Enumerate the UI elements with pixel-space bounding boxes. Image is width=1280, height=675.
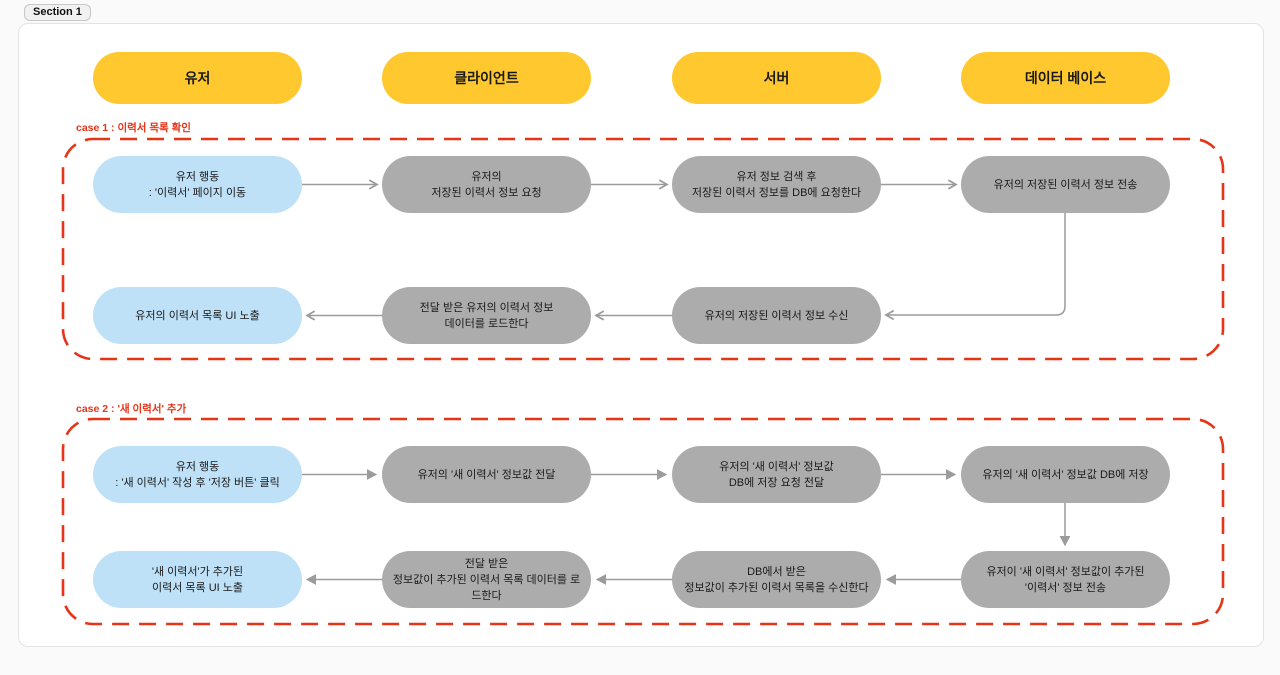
lane-header-user[interactable]: 유저 [93, 52, 302, 104]
node-text-line: 유저의 '새 이력서' 정보값 DB에 저장 [982, 468, 1149, 481]
node-text-line: 이력서 목록 UI 노출 [151, 581, 243, 594]
node-text-line: : '이력서' 페이지 이동 [148, 186, 247, 199]
node-text-line: 유저이 '새 이력서' 정보값이 추가된 [986, 565, 1145, 578]
node-text-line: 유저 행동 [175, 170, 220, 183]
node-text-line: 유저의 저장된 이력서 정보 수신 [704, 309, 849, 322]
lane-header-client[interactable]: 클라이언트 [382, 52, 591, 104]
node-text-line: 데이터를 로드한다 [444, 317, 529, 330]
node-text-line: DB에 저장 요청 전달 [728, 476, 825, 489]
node-text-line: 전달 받은 유저의 이력서 정보 [419, 301, 554, 314]
node-case2-user-ui[interactable]: '새 이력서'가 추가된 이력서 목록 UI 노출 [93, 551, 302, 608]
node-case2-user-action[interactable]: 유저 행동 : '새 이력서' 작성 후 '저장 버튼' 클릭 [93, 446, 302, 503]
node-case2-client-send[interactable]: 유저의 '새 이력서' 정보값 전달 [382, 446, 591, 503]
node-text-line: : '새 이력서' 작성 후 '저장 버튼' 클릭 [115, 476, 280, 489]
case2-title[interactable]: case 2 : '새 이력서' 추가 [76, 403, 187, 415]
node-text-line: '새 이력서'가 추가된 [151, 565, 244, 578]
node-case1-db-send[interactable]: 유저의 저장된 이력서 정보 전송 [961, 156, 1170, 213]
node-case1-user-action[interactable]: 유저 행동 : '이력서' 페이지 이동 [93, 156, 302, 213]
node-case2-server-receive[interactable]: DB에서 받은 정보값이 추가된 이력서 목록을 수신한다 [672, 551, 881, 608]
node-text-line: 저장된 이력서 정보 요청 [431, 186, 542, 199]
node-text-line: 유저 정보 검색 후 [736, 170, 817, 183]
node-text-line: DB에서 받은 [747, 565, 806, 578]
lane-header-database[interactable]: 데이터 베이스 [961, 52, 1170, 104]
node-text-line: '이력서' 정보 전송 [1024, 581, 1107, 594]
node-text-line: 유저의 '새 이력서' 정보값 [719, 460, 834, 473]
node-case2-client-load[interactable]: 전달 받은 정보값이 추가된 이력서 목록 데이터를 로드한다 [382, 551, 591, 608]
node-case1-server-request-db[interactable]: 유저 정보 검색 후 저장된 이력서 정보를 DB에 요청한다 [672, 156, 881, 213]
section-badge[interactable]: Section 1 [24, 4, 91, 21]
node-text-line: 유저의 저장된 이력서 정보 전송 [993, 178, 1138, 191]
node-case1-server-receive[interactable]: 유저의 저장된 이력서 정보 수신 [672, 287, 881, 344]
node-text-line: 정보값이 추가된 이력서 목록 데이터를 로드한다 [392, 573, 581, 602]
node-case2-db-save[interactable]: 유저의 '새 이력서' 정보값 DB에 저장 [961, 446, 1170, 503]
node-text-line: 저장된 이력서 정보를 DB에 요청한다 [691, 186, 862, 199]
lane-header-server[interactable]: 서버 [672, 52, 881, 104]
node-case1-client-request[interactable]: 유저의 저장된 이력서 정보 요청 [382, 156, 591, 213]
node-text-line: 정보값이 추가된 이력서 목록을 수신한다 [684, 581, 869, 594]
node-text-line: 유저의 이력서 목록 UI 노출 [135, 309, 260, 322]
node-case1-user-ui[interactable]: 유저의 이력서 목록 UI 노출 [93, 287, 302, 344]
node-case2-server-save-request[interactable]: 유저의 '새 이력서' 정보값 DB에 저장 요청 전달 [672, 446, 881, 503]
case1-title[interactable]: case 1 : 이력서 목록 확인 [76, 122, 191, 134]
node-text-line: 전달 받은 [464, 557, 509, 570]
node-text-line: 유저의 '새 이력서' 정보값 전달 [417, 468, 556, 481]
node-text-line: 유저 행동 [175, 460, 220, 473]
node-case1-client-load[interactable]: 전달 받은 유저의 이력서 정보 데이터를 로드한다 [382, 287, 591, 344]
node-text-line: 유저의 [471, 170, 502, 183]
node-case2-db-send[interactable]: 유저이 '새 이력서' 정보값이 추가된 '이력서' 정보 전송 [961, 551, 1170, 608]
